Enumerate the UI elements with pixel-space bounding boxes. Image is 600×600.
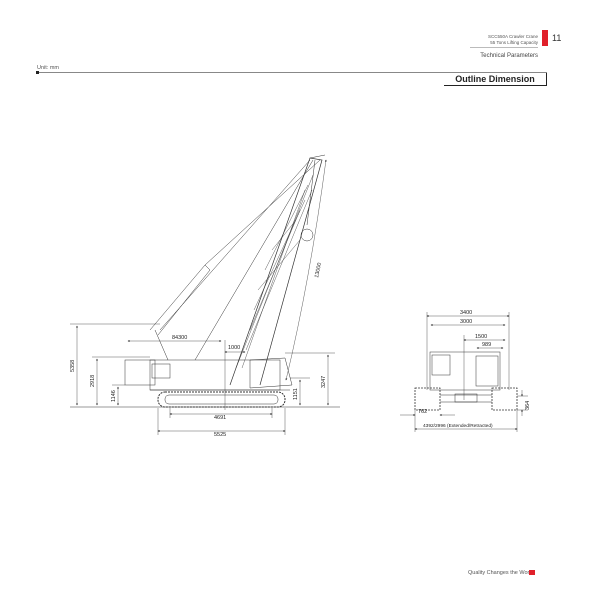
dim-radius: 84300 [172, 335, 187, 341]
dim-width-body: 3000 [460, 319, 472, 325]
divider [37, 72, 547, 73]
dim-half-width: 1500 [475, 334, 487, 340]
crane-rear-view [414, 351, 518, 411]
dim-boom-pivot: 1151 [293, 388, 299, 400]
accent-square [529, 570, 535, 575]
dim-track-height: 364 [525, 401, 531, 410]
capacity: 55 Tons Lifting Capacity [490, 40, 538, 45]
section-title: Technical Parameters [480, 53, 538, 59]
divider [470, 47, 538, 48]
dim-cab-width: 989 [482, 342, 491, 348]
dim-track-shoe: 762 [418, 409, 427, 415]
dim-cab-height: 3247 [321, 376, 327, 388]
accent-bar [542, 30, 548, 46]
footer-slogan: Quality Changes the World [468, 570, 534, 576]
dim-offset: 1000 [228, 345, 240, 351]
dim-track-gauge: 4392/2996 (Extended/Retracted) [423, 423, 493, 429]
page-number: 11 [552, 33, 562, 43]
dim-track-center: 4691 [214, 415, 226, 421]
dim-ground-clearance: 1146 [111, 390, 117, 402]
dim-height-body: 2918 [90, 375, 96, 387]
dim-height-total: 5358 [70, 360, 76, 372]
dim-width-overall: 3400 [460, 310, 472, 316]
unit-label: Unit: mm [37, 65, 59, 71]
model-name: SCC550A Crawler Crane [487, 34, 538, 39]
page-title: Outline Dimension [444, 73, 547, 86]
crane-side-view [70, 154, 340, 408]
bullet [36, 71, 39, 74]
dim-boom-length: 13000 [314, 262, 323, 278]
dim-track-length: 5525 [214, 432, 226, 438]
